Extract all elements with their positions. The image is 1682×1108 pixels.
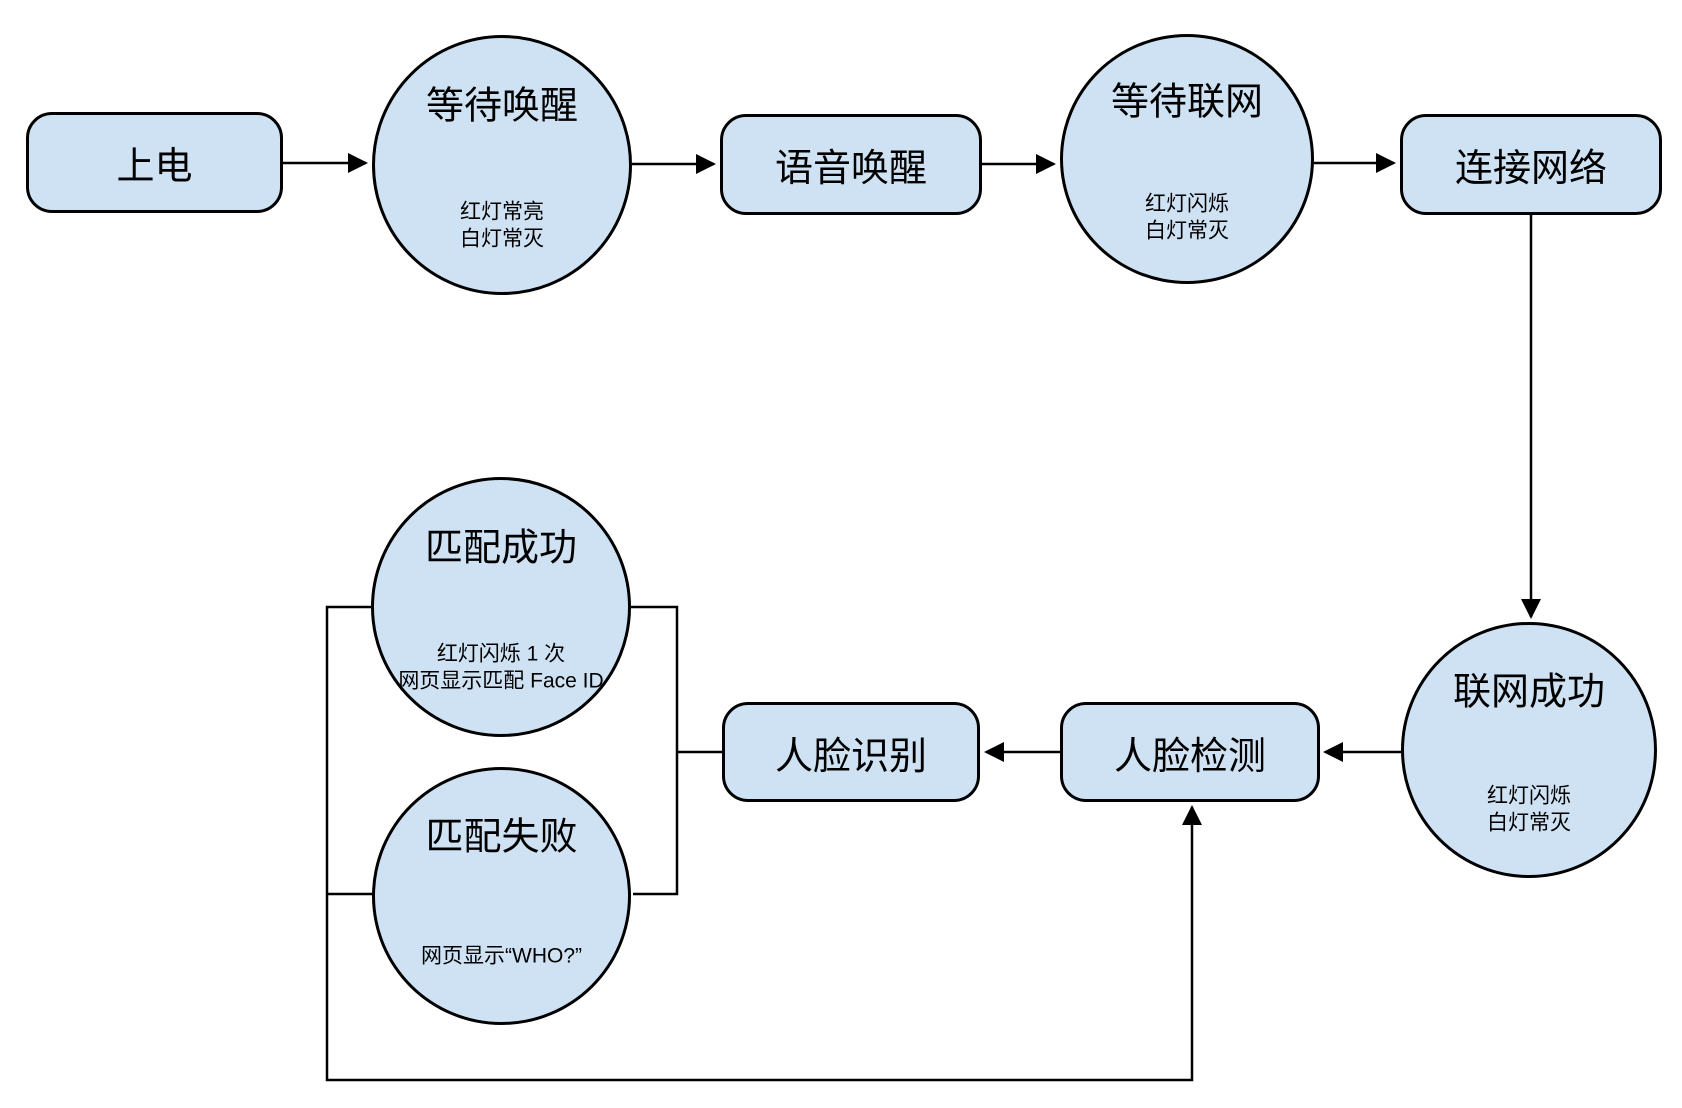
node-match-fail: 匹配失败 网页显示“WHO?” [372,767,631,1025]
node-power-on-label: 上电 [116,146,193,188]
node-wait-wake-note: 红灯常亮 白灯常灭 [375,199,629,254]
node-network-ok-note-line1: 红灯闪烁 [1487,784,1571,808]
node-match-ok-note-line1: 红灯闪烁 1 次 [436,642,566,666]
node-match-fail-note-line1: 网页显示“WHO?” [421,944,582,968]
node-wait-network: 等待联网 红灯闪烁 白灯常灭 [1060,34,1314,284]
node-wait-wake-label: 等待唤醒 [425,85,578,127]
node-match-fail-label: 匹配失败 [425,816,578,859]
node-network-ok-note: 红灯闪烁 白灯常灭 [1404,783,1654,838]
node-match-ok: 匹配成功 红灯闪烁 1 次 网页显示匹配 Face ID [371,477,631,737]
node-face-recog: 人脸识别 [722,702,980,802]
node-network-ok-note-line2: 白灯常灭 [1487,812,1571,835]
node-wait-network-label: 等待联网 [1110,81,1263,124]
node-connect-network: 连接网络 [1400,114,1662,215]
node-network-ok-label: 联网成功 [1452,671,1605,713]
node-wait-wake-note-line1: 红灯常亮 [460,200,544,224]
node-voice-wake: 语音唤醒 [720,114,982,215]
node-wait-network-note-line1: 红灯闪烁 [1145,192,1229,216]
node-match-fail-note: 网页显示“WHO?” [375,943,628,970]
bracket-facerecog-to-results [631,605,679,896]
node-wait-network-note: 红灯闪烁 白灯常灭 [1063,190,1311,245]
node-voice-wake-label: 语音唤醒 [774,148,927,190]
node-wait-wake: 等待唤醒 红灯常亮 白灯常灭 [372,35,632,295]
loopback-to-facedetect [325,605,1202,1082]
node-wait-network-note-line2: 白灯常灭 [1145,219,1229,243]
node-match-ok-note-line2: 网页显示匹配 Face ID [398,669,604,693]
node-power-on: 上电 [26,112,283,213]
node-face-detect: 人脸检测 [1060,702,1320,802]
node-match-ok-note: 红灯闪烁 1 次 网页显示匹配 Face ID [374,641,628,696]
node-face-recog-label: 人脸识别 [774,735,927,778]
node-network-ok: 联网成功 红灯闪烁 白灯常灭 [1401,622,1657,878]
node-match-ok-label: 匹配成功 [424,527,577,569]
node-face-detect-label: 人脸检测 [1113,735,1266,778]
node-connect-network-label: 连接网络 [1454,148,1607,190]
node-wait-wake-note-line2: 白灯常灭 [460,227,544,251]
